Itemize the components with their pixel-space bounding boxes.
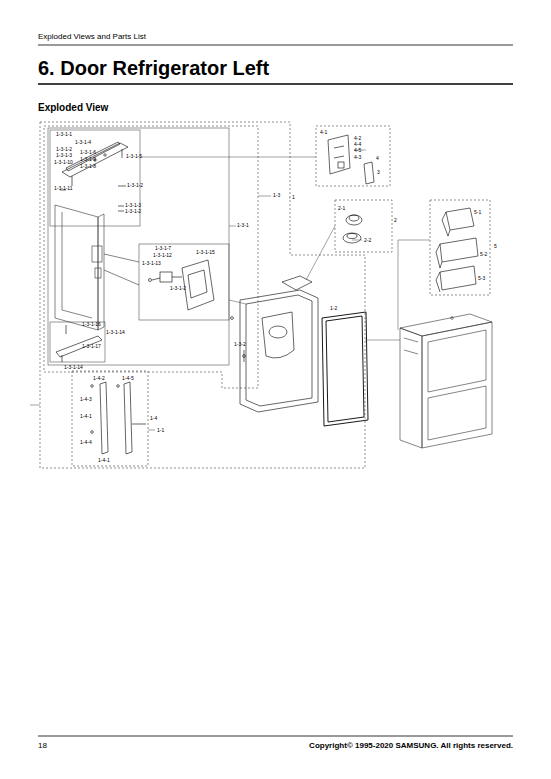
callout-number: 1-3-1-4 bbox=[75, 140, 91, 145]
callout-number: 1-3-1-6 bbox=[80, 150, 96, 155]
callout-number: 1-3-1-3 bbox=[125, 203, 141, 208]
page-number: 18 bbox=[38, 742, 47, 750]
callout-number: 4 bbox=[376, 156, 379, 161]
callout-number: 1-4-2 bbox=[93, 376, 105, 381]
bottom-bar bbox=[56, 325, 102, 362]
callout-number: 2-2 bbox=[364, 238, 371, 243]
callout-number: 1-2 bbox=[330, 306, 337, 311]
callout-number: 1-4-3 bbox=[80, 397, 92, 402]
callout-number: 1-3-1-16 bbox=[82, 322, 101, 327]
callout-number: 5-3 bbox=[478, 276, 485, 281]
callout-number: 1-3-1-17 bbox=[82, 344, 101, 349]
page-title: 6. Door Refrigerator Left bbox=[38, 58, 269, 78]
callout-number: 1-3 bbox=[273, 193, 280, 198]
callout-number: 4-2 bbox=[354, 136, 361, 141]
callout-number: 2-1 bbox=[338, 206, 345, 211]
callout-number: 1-3-1-2 bbox=[127, 183, 143, 188]
callout-number: 4-4 bbox=[354, 142, 361, 147]
callout-number: 1-3-1-15 bbox=[196, 250, 215, 255]
footer-rule bbox=[38, 736, 513, 737]
callout-number: 2 bbox=[394, 218, 397, 223]
callout-number: 5-2 bbox=[480, 252, 487, 257]
cap-parts bbox=[343, 215, 362, 243]
section-heading: Exploded View bbox=[38, 103, 108, 113]
callout-number: 1-4-1 bbox=[80, 414, 92, 419]
callout-number: 1 bbox=[292, 195, 295, 200]
callout-number: 1-3-1-12 bbox=[153, 253, 172, 258]
callout-number: 1-1 bbox=[157, 428, 164, 433]
callout-number: 5 bbox=[494, 244, 497, 249]
door-liner bbox=[231, 276, 318, 412]
bracket-parts bbox=[328, 135, 374, 184]
callout-number: 4-5 bbox=[354, 148, 361, 153]
door-gasket bbox=[322, 312, 368, 426]
dispenser-housing bbox=[149, 260, 215, 310]
callout-number: 1-3-1-2 bbox=[56, 147, 72, 152]
callout-number: 1-3-1-10 bbox=[54, 160, 73, 165]
callout-number: 1-3-1-2 bbox=[125, 209, 141, 214]
callout-number: 1-3-1-3 bbox=[56, 153, 72, 158]
callout-number: 3 bbox=[377, 170, 380, 175]
door-bins bbox=[436, 208, 478, 292]
callout-number: 1-3-1-14 bbox=[64, 365, 83, 370]
group-outlines bbox=[40, 122, 490, 468]
callout-number: 1-4-4 bbox=[80, 440, 92, 445]
title-rule bbox=[38, 83, 513, 85]
callout-number: 1-3-1-11 bbox=[54, 186, 73, 191]
leader-lines bbox=[30, 150, 430, 430]
callout-number: 1-4-1 bbox=[98, 458, 110, 463]
callout-number: 1-3-1-1 bbox=[56, 132, 72, 137]
header-rule bbox=[38, 45, 513, 46]
door-panel bbox=[55, 205, 139, 330]
callout-number: 1-3-1-7 bbox=[155, 246, 171, 251]
callout-number: 1-4-5 bbox=[122, 376, 134, 381]
callout-number: 1-3-1-9 bbox=[80, 157, 96, 162]
callout-number: 5-1 bbox=[474, 210, 481, 215]
refrigerator-cabinet bbox=[400, 314, 492, 448]
page-header: Exploded Views and Parts List bbox=[38, 33, 146, 41]
callout-number: 1-3-1-13 bbox=[142, 261, 161, 266]
callout-number: 1-3-1 bbox=[237, 223, 249, 228]
hinge-bars bbox=[91, 382, 146, 454]
subassembly-frames bbox=[48, 128, 229, 365]
callout-number: 1-3-1-5 bbox=[126, 154, 142, 159]
callout-number: 1-3-1-2 bbox=[170, 286, 186, 291]
callout-number: 1-3-1-14 bbox=[106, 330, 125, 335]
callout-number: 1-3-1-8 bbox=[80, 164, 96, 169]
callout-number: 4-3 bbox=[354, 155, 361, 160]
callout-number: 4-1 bbox=[320, 130, 327, 135]
callout-number: 1-3-2 bbox=[234, 342, 246, 347]
copyright-notice: Copyright© 1995-2020 SAMSUNG. All rights… bbox=[309, 742, 513, 750]
callout-number: 1-4 bbox=[150, 416, 157, 421]
